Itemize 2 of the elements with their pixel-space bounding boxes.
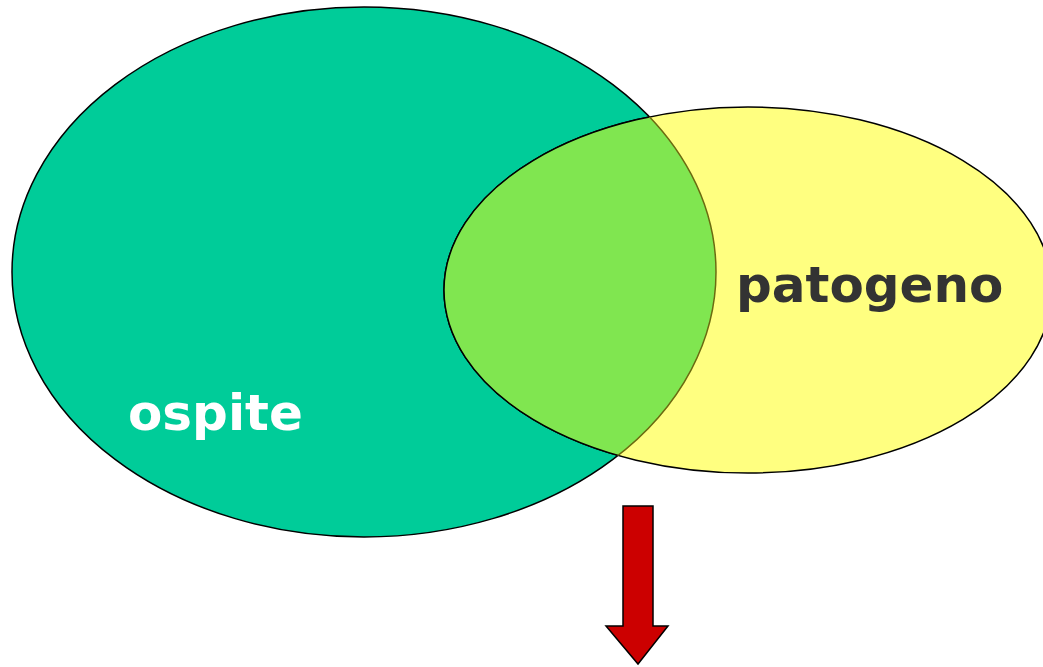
host-label: ospite	[128, 388, 303, 438]
pathogen-label: patogeno	[736, 260, 1004, 310]
